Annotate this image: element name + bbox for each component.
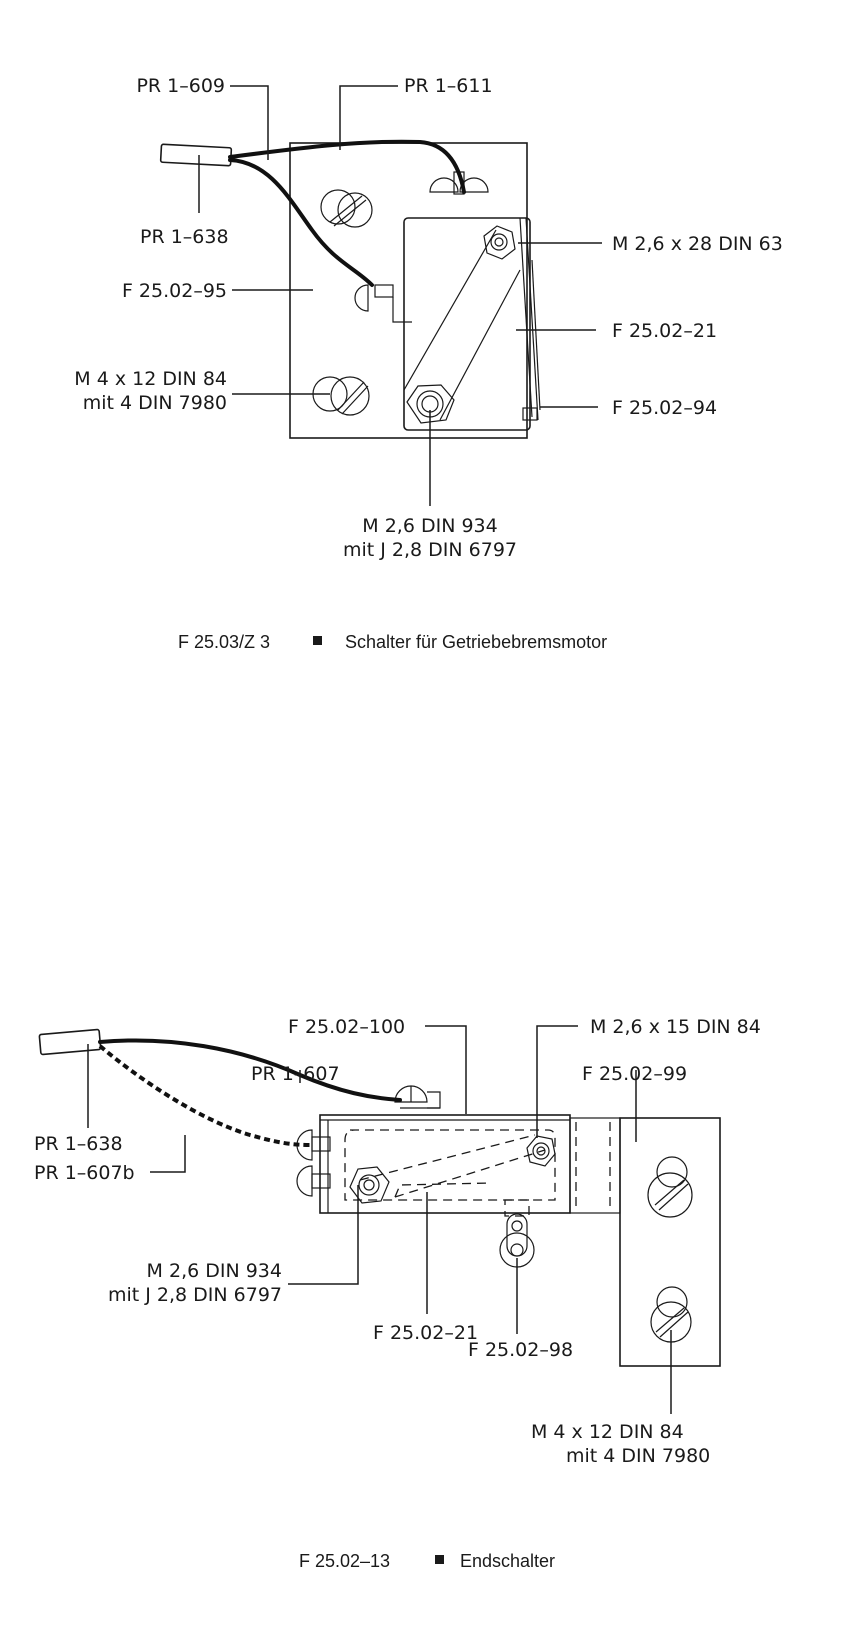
plate-screw-lower <box>312 376 370 416</box>
hex-nut-left-2 <box>349 1166 390 1204</box>
leader-pr1-609 <box>230 85 269 160</box>
label-pr1-609: PR 1–609 <box>136 75 225 97</box>
leader-m26x15 <box>536 1025 578 1138</box>
label-m26x28-din63: M 2,6 x 28 DIN 63 <box>612 233 783 255</box>
terminal-screw-top-2 <box>394 1085 441 1109</box>
label-m26x15-din84: M 2,6 x 15 DIN 84 <box>590 1016 761 1038</box>
leader-pr1-611 <box>339 85 398 150</box>
label-mit4-din7980-2: mit 4 DIN 7980 <box>566 1445 710 1467</box>
micro-switch-body <box>403 217 531 431</box>
figure-switch-assembly: PR 1–609 PR 1–611 PR 1–638 F 25.02–95 M … <box>74 75 783 652</box>
wire-pr1-607 <box>98 1038 402 1102</box>
label-f25-02-21-2: F 25.02–21 <box>373 1322 478 1344</box>
caption-code: F 25.03/Z 3 <box>178 632 270 652</box>
caption-code-2: F 25.02–13 <box>299 1551 390 1571</box>
connector-sleeve-2 <box>38 1028 102 1056</box>
label-pr1-611: PR 1–611 <box>404 75 493 97</box>
label-pr1-607b: PR 1–607b <box>34 1162 135 1184</box>
mounting-bracket <box>619 1117 721 1367</box>
figure-limit-switch: F 25.02–100 M 2,6 x 15 DIN 84 PR 1–607 F… <box>34 1016 761 1571</box>
wire-pr1-611 <box>228 139 466 194</box>
bracket-screw-upper <box>647 1156 693 1218</box>
plate-screw-upper <box>320 189 373 228</box>
roller-lever <box>499 1199 535 1268</box>
terminal-screw-mid <box>354 284 412 323</box>
label-f25-02-100: F 25.02–100 <box>288 1016 405 1038</box>
label-f25-02-95: F 25.02–95 <box>122 280 227 302</box>
hex-nut-top <box>483 225 516 260</box>
label-mit4-din7980: mit 4 DIN 7980 <box>83 392 227 414</box>
side-screw-lower <box>296 1165 331 1197</box>
label-m26-din934: M 2,6 DIN 934 <box>362 515 497 537</box>
hidden-micro-switch <box>344 1129 556 1201</box>
label-m26-din934-2: M 2,6 DIN 934 <box>147 1260 282 1282</box>
label-f25-02-21: F 25.02–21 <box>612 320 717 342</box>
wire-pr1-607b <box>98 1044 311 1147</box>
leader-f25-02-100 <box>425 1025 467 1114</box>
side-screw-upper <box>296 1129 331 1161</box>
leader-m26-din934-2 <box>288 1185 359 1285</box>
label-f25-02-94: F 25.02–94 <box>612 397 717 419</box>
wire-pr1-609 <box>228 158 374 287</box>
label-mit-j28-din6797: mit J 2,8 DIN 6797 <box>343 539 517 561</box>
label-f25-02-99: F 25.02–99 <box>582 1063 687 1085</box>
actuator-lever <box>519 217 541 421</box>
label-m4x12-din84: M 4 x 12 DIN 84 <box>74 368 227 390</box>
leader-pr1-607b <box>150 1135 186 1173</box>
label-pr1-638: PR 1–638 <box>140 226 229 248</box>
label-pr1-638-2: PR 1–638 <box>34 1133 123 1155</box>
label-f25-02-98: F 25.02–98 <box>468 1339 573 1361</box>
label-mit-j28-din6797-2: mit J 2,8 DIN 6797 <box>108 1284 282 1306</box>
caption-title-2: Endschalter <box>460 1551 555 1571</box>
label-m4x12-din84-2: M 4 x 12 DIN 84 <box>531 1421 684 1443</box>
caption-bullet <box>313 636 322 645</box>
caption-title: Schalter für Getriebebremsmotor <box>345 632 607 652</box>
caption-bullet-2 <box>435 1555 444 1564</box>
label-pr1-607: PR 1–607 <box>251 1063 340 1085</box>
connector-sleeve <box>159 143 233 167</box>
